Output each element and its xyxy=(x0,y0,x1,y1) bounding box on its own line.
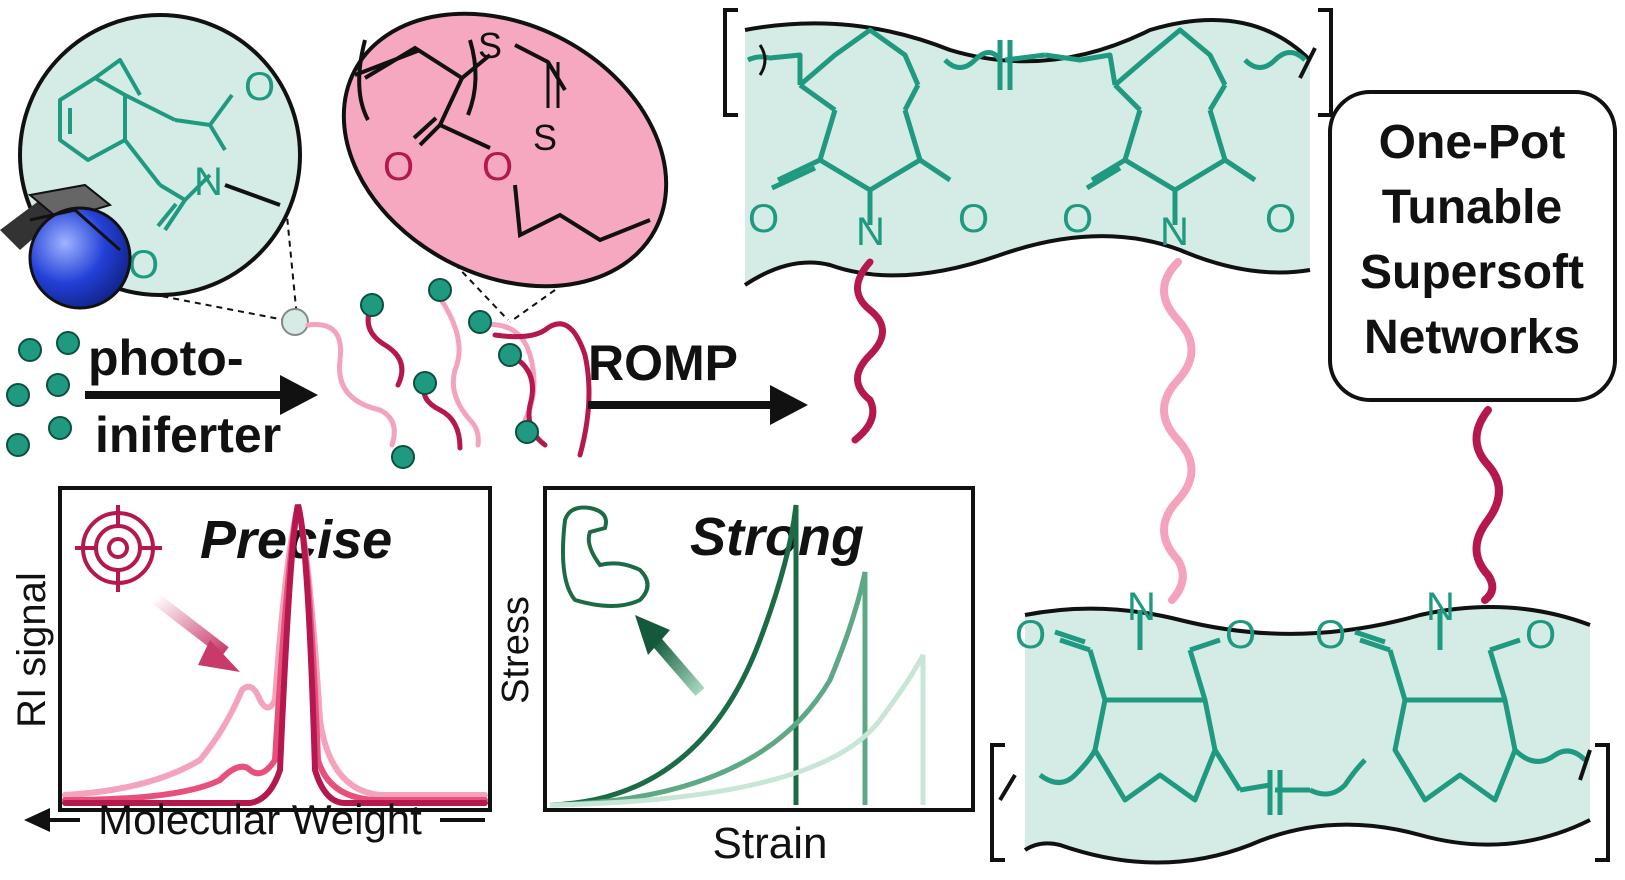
macromonomer-chains xyxy=(305,295,592,458)
photo-label: photo- xyxy=(88,330,243,386)
top-o2: O xyxy=(958,197,989,241)
muscle-icon xyxy=(560,505,650,608)
mw-arrow-head xyxy=(24,808,50,832)
bracket-right xyxy=(1318,8,1333,117)
gpc-panel: RI signal Precise Molecular Weight xyxy=(10,486,492,843)
bot-o1: O xyxy=(1015,613,1046,657)
crosslink-chain-2 xyxy=(1472,406,1503,604)
tensile-ylabel: Stress xyxy=(495,596,537,704)
top-backbone-fill xyxy=(745,20,1310,285)
tensile-xlabel: Strain xyxy=(713,819,828,868)
cta-sulfur-1: S xyxy=(478,25,502,66)
romp-arrow-head xyxy=(770,385,808,425)
gpc-traces xyxy=(62,504,488,806)
bot-n1: N xyxy=(1127,585,1156,629)
bot-o2: O xyxy=(1225,613,1256,657)
callout-line-1: One-Pot xyxy=(1379,116,1566,169)
callout-line-3: Supersoft xyxy=(1360,246,1584,299)
iniferter-label: iniferter xyxy=(95,407,281,463)
top-n1: N xyxy=(856,210,885,254)
gpc-xlabel: Molecular Weight xyxy=(98,796,422,843)
crosslink-chain xyxy=(1160,258,1196,604)
monomer-oxygen-1: O xyxy=(244,65,275,109)
bot-o3: O xyxy=(1315,613,1346,657)
gpc-trace-broad xyxy=(62,504,488,798)
monomer-skeleton xyxy=(58,58,281,232)
dangling-chain xyxy=(851,258,886,444)
uv-lamp-icon xyxy=(0,183,132,310)
green-arrow-head xyxy=(635,615,670,655)
monomer-dots xyxy=(6,331,80,457)
bottom-backbone: O N O O N O xyxy=(990,585,1610,865)
stress-strain-1 xyxy=(549,504,799,808)
bot-o4: O xyxy=(1525,613,1556,657)
photo-arrow-head xyxy=(280,375,318,415)
bottom-backbone-fill xyxy=(1025,607,1590,863)
cta-bubble: S S O O xyxy=(341,11,669,323)
bracket-left-bottom xyxy=(990,743,1005,862)
cta-ellipse xyxy=(341,11,669,289)
top-o4: O xyxy=(1265,197,1296,241)
tensile-panel: Stress Strong Strain xyxy=(495,486,975,868)
top-n2: N xyxy=(1160,210,1189,254)
macromonomer-heads xyxy=(360,278,539,469)
stress-strain-2 xyxy=(549,571,868,808)
stress-strain-3 xyxy=(549,653,926,808)
monomer-nitrogen: N xyxy=(194,160,223,204)
callout-line-4: Networks xyxy=(1364,311,1580,364)
zoom-line xyxy=(431,239,509,321)
cta-skeleton xyxy=(357,39,651,243)
callout-box xyxy=(1328,90,1617,402)
pink-arrow-shaft xyxy=(151,593,229,657)
top-o3: O xyxy=(1062,197,1093,241)
monomer-oxygen-2: O xyxy=(128,243,159,287)
bot-n2: N xyxy=(1426,585,1455,629)
gpc-ylabel: RI signal xyxy=(10,572,54,728)
target-icon xyxy=(75,505,162,592)
gpc-trace-narrow xyxy=(62,504,488,806)
top-o1: O xyxy=(748,197,779,241)
top-backbone: O N O O N O xyxy=(723,8,1333,287)
chain-end-bead xyxy=(281,308,309,336)
tensile-title: Strong xyxy=(690,507,864,567)
green-arrow-shaft xyxy=(650,636,705,696)
cta-oxygen-1: O xyxy=(383,145,414,189)
tensile-curves xyxy=(549,504,926,808)
romp-label: ROMP xyxy=(588,335,738,391)
cta-backbone xyxy=(354,48,421,77)
cta-sulfur-2: S xyxy=(533,117,557,158)
bracket-right-bottom xyxy=(1595,743,1610,862)
pink-arrow-head xyxy=(198,640,240,672)
bracket-left xyxy=(723,8,738,117)
callout-line-2: Tunable xyxy=(1382,181,1562,234)
zoom-line xyxy=(509,289,556,323)
cta-oxygen-2: O xyxy=(482,145,513,189)
